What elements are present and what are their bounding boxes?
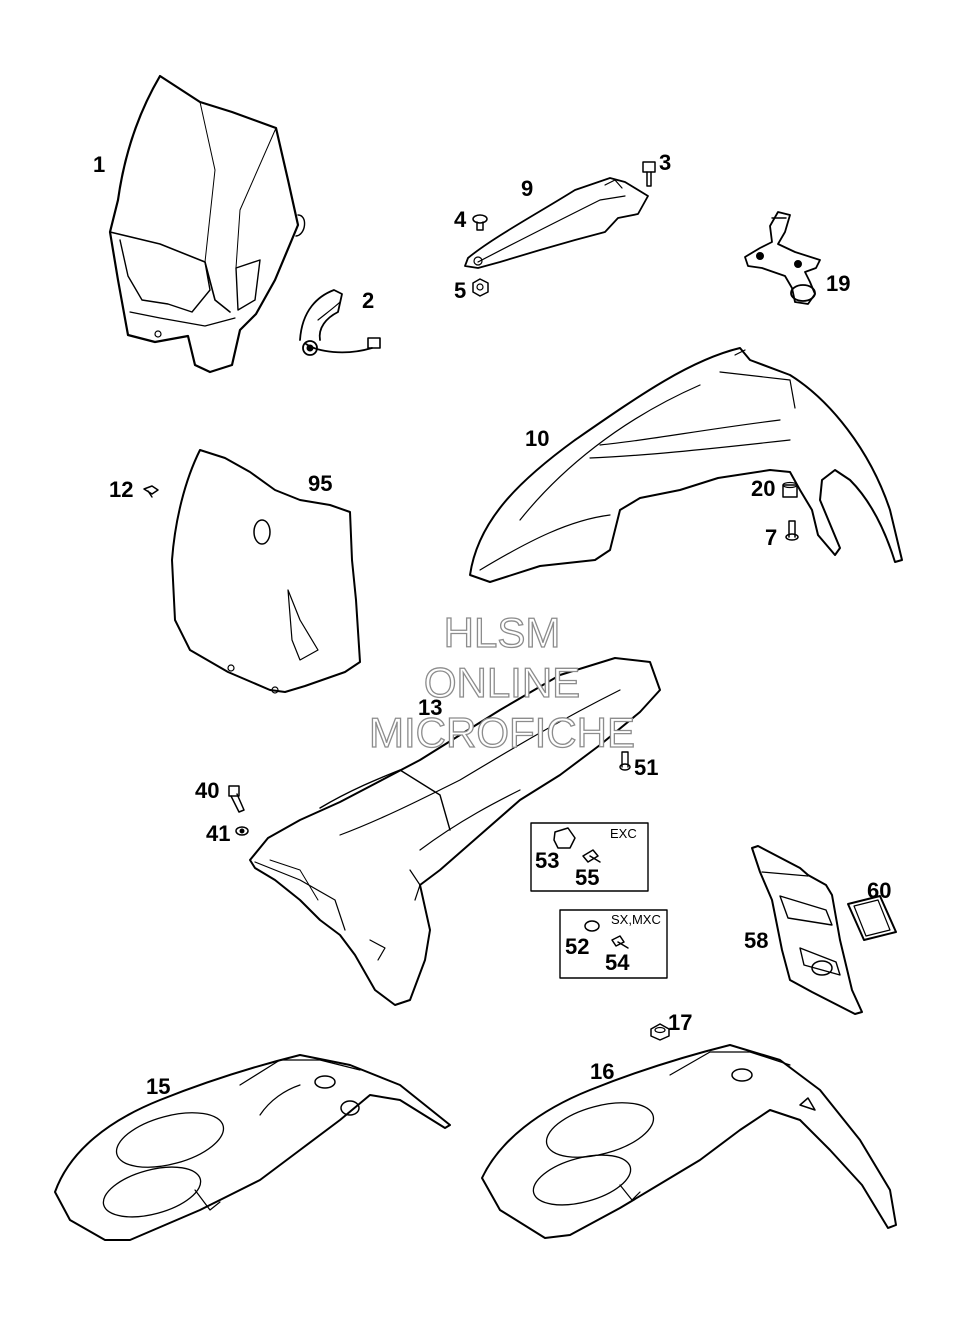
watermark-line-1: HLSM	[443, 609, 561, 656]
part-label-2: 2	[362, 288, 375, 313]
part-label-52: 52	[565, 934, 590, 959]
bracket-19-part	[744, 211, 821, 305]
headlight-clamp-part	[299, 289, 381, 356]
front-fender-15-part	[54, 1054, 451, 1241]
part-label-54: 54	[605, 950, 630, 975]
part-label-15: 15	[146, 1074, 171, 1099]
part-label-19: 19	[826, 271, 851, 296]
gasket-60-part	[847, 895, 897, 941]
watermark-line-2: ONLINE	[423, 659, 581, 706]
screw-3-part	[642, 161, 656, 187]
part-label-12: 12	[109, 477, 134, 502]
front-fender-10-part	[469, 347, 903, 583]
part-label-17: 17	[668, 1010, 693, 1035]
rear-fender-13-part	[249, 657, 661, 1006]
part-label-58: 58	[744, 928, 769, 953]
nut-5-part	[472, 278, 489, 297]
part-label-51: 51	[634, 755, 659, 780]
exc-box-tag: EXC	[610, 826, 637, 841]
number-plate-95-part	[171, 449, 361, 694]
number-plate-bracket-part	[464, 177, 649, 269]
nut-17-part	[650, 1023, 670, 1041]
part-label-20: 20	[751, 476, 776, 501]
washer-41-part	[235, 826, 249, 836]
watermark-line-3: MICROFICHE	[368, 709, 635, 756]
screw-51-part	[619, 751, 631, 771]
part-label-53: 53	[535, 848, 560, 873]
part-label-1: 1	[93, 152, 106, 177]
part-label-7: 7	[765, 525, 778, 550]
grommet-20-part	[782, 481, 798, 498]
sx-mxc-box	[559, 909, 668, 979]
part-label-60: 60	[867, 878, 892, 903]
part-label-55: 55	[575, 865, 600, 890]
part-label-40: 40	[195, 778, 220, 803]
exc-box	[530, 822, 649, 892]
part-label-16: 16	[590, 1059, 615, 1084]
front-fender-16-part	[481, 1044, 897, 1239]
plate-58-part	[751, 845, 863, 1015]
part-label-9: 9	[521, 176, 534, 201]
screw-40-part	[228, 785, 245, 813]
part-label-41: 41	[206, 821, 231, 846]
screw-7-part	[785, 520, 799, 541]
headlight-mask-part	[108, 74, 306, 374]
sx-mxc-box-tag: SX,MXC	[611, 912, 661, 927]
screw-4-part	[472, 214, 488, 231]
part-label-3: 3	[659, 150, 672, 175]
part-label-95: 95	[308, 471, 333, 496]
part-label-13: 13	[418, 695, 443, 720]
part-label-10: 10	[525, 426, 550, 451]
part-label-4: 4	[454, 207, 467, 232]
screw-12-part	[143, 485, 159, 498]
part-label-5: 5	[454, 278, 467, 303]
